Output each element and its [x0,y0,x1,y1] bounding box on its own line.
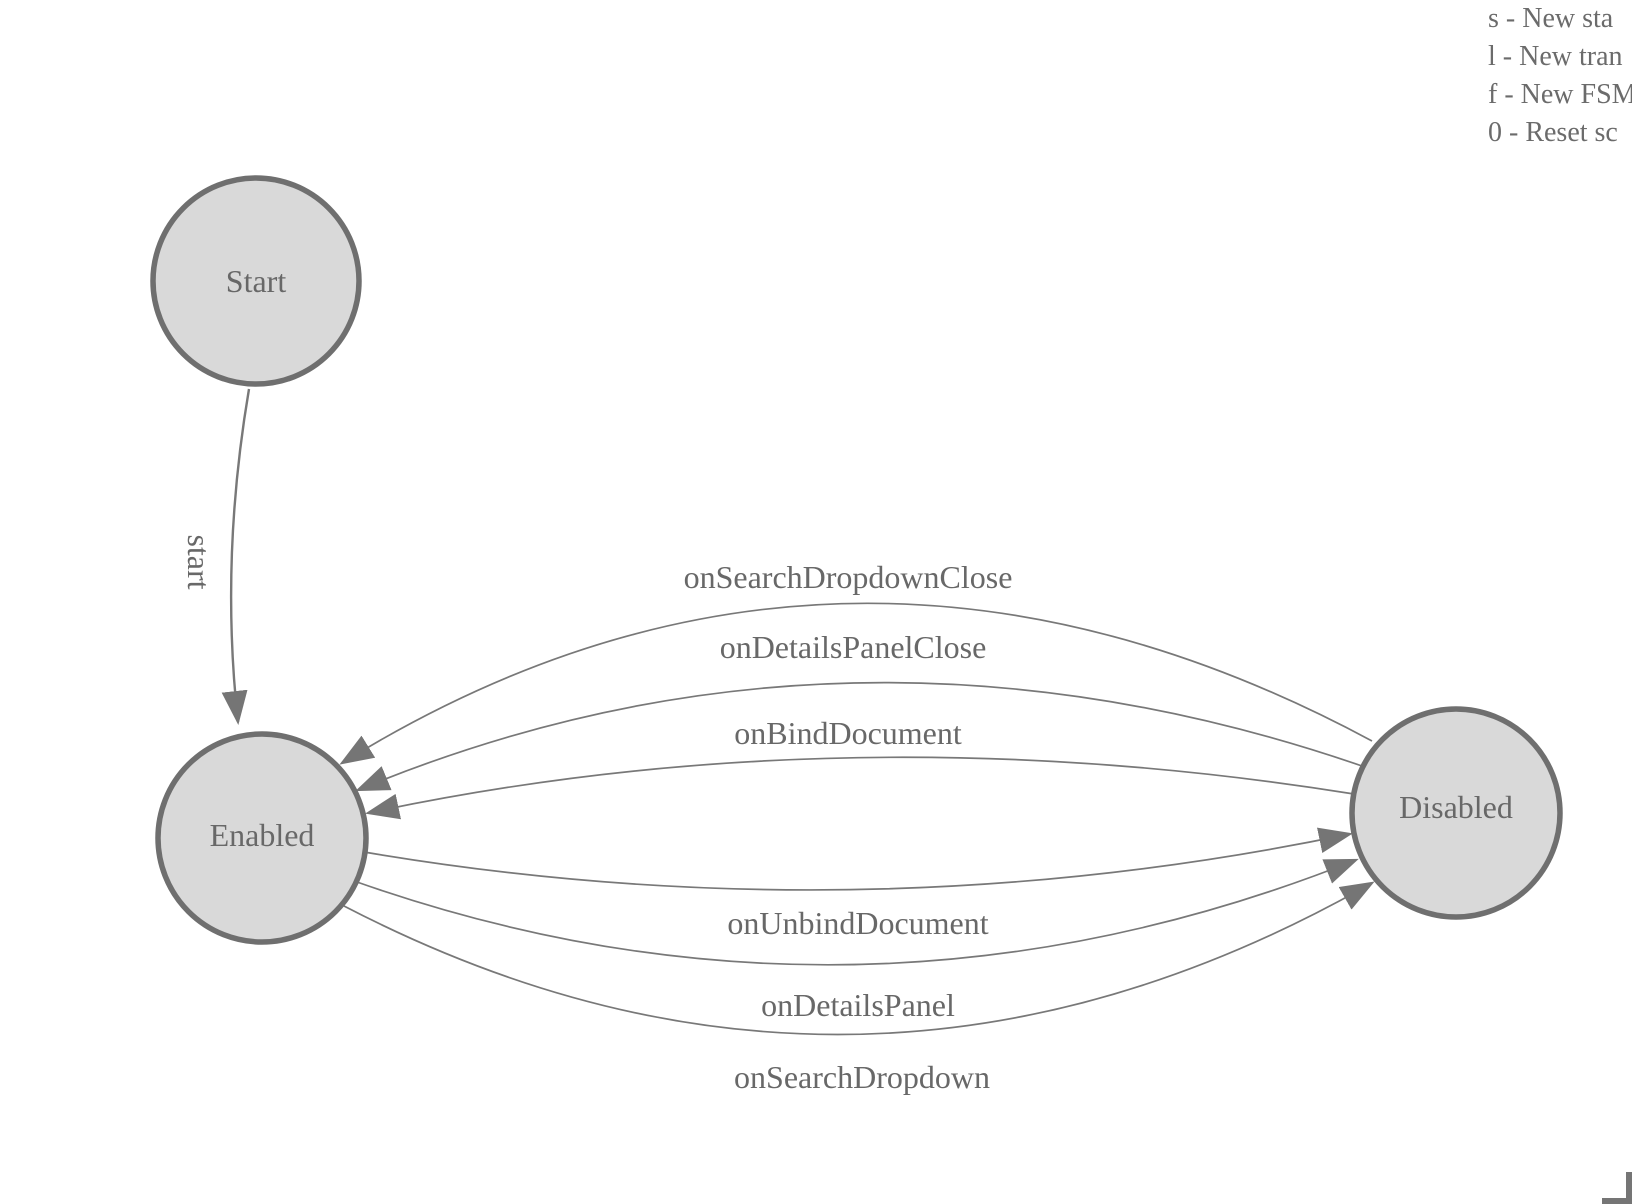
state-label-disabled: Disabled [1399,789,1513,825]
state-node-enabled[interactable]: Enabled [155,731,369,945]
state-node-start[interactable]: Start [150,175,362,387]
state-label-start: Start [226,263,287,299]
legend-line-reset: 0 - Reset sc [1488,117,1618,148]
edge-onsearchdropdownclose[interactable] [339,602,1373,765]
state-circle-enabled[interactable] [155,731,369,945]
state-circle-start[interactable] [150,175,362,387]
state-node-disabled[interactable]: Disabled [1349,706,1563,920]
shortcut-legend: s - New sta l - New tran f - New FSM 0 -… [1488,0,1632,152]
edge-label-onsearchdropdown: onSearchDropdown [734,1059,990,1095]
edge-onunbinddocument[interactable] [363,827,1353,891]
transition-labels: start onSearchDropdownClose onDetailsPan… [181,534,1012,1095]
edge-label-ondetailspanelclose: onDetailsPanelClose [720,629,987,665]
state-nodes: Start Enabled Disabled [150,175,1563,945]
transition-edges [221,388,1375,1036]
edge-label-start: start [181,534,217,589]
legend-line-new-fsm: f - New FSM [1488,79,1632,110]
legend-line-new-state: s - New sta [1488,3,1614,34]
edge-label-onbinddocument: onBindDocument [734,715,962,751]
legend-line-new-transition: l - New tran [1488,41,1623,72]
edge-label-onsearchdropdownclose: onSearchDropdownClose [684,559,1013,595]
edge-onsearchdropdown[interactable] [343,881,1375,1036]
edge-ondetailspanelclose[interactable] [355,681,1363,792]
edge-ondetailspanel[interactable] [356,858,1359,966]
state-label-enabled: Enabled [210,817,315,853]
offscreen-element-corner [1602,1172,1632,1204]
edge-label-ondetailspanel: onDetailsPanel [761,987,955,1023]
edge-label-onunbinddocument: onUnbindDocument [727,905,988,941]
edge-onbinddocument[interactable] [365,756,1355,820]
edge-start-to-enabled[interactable] [221,388,251,725]
state-circle-disabled[interactable] [1349,706,1563,920]
